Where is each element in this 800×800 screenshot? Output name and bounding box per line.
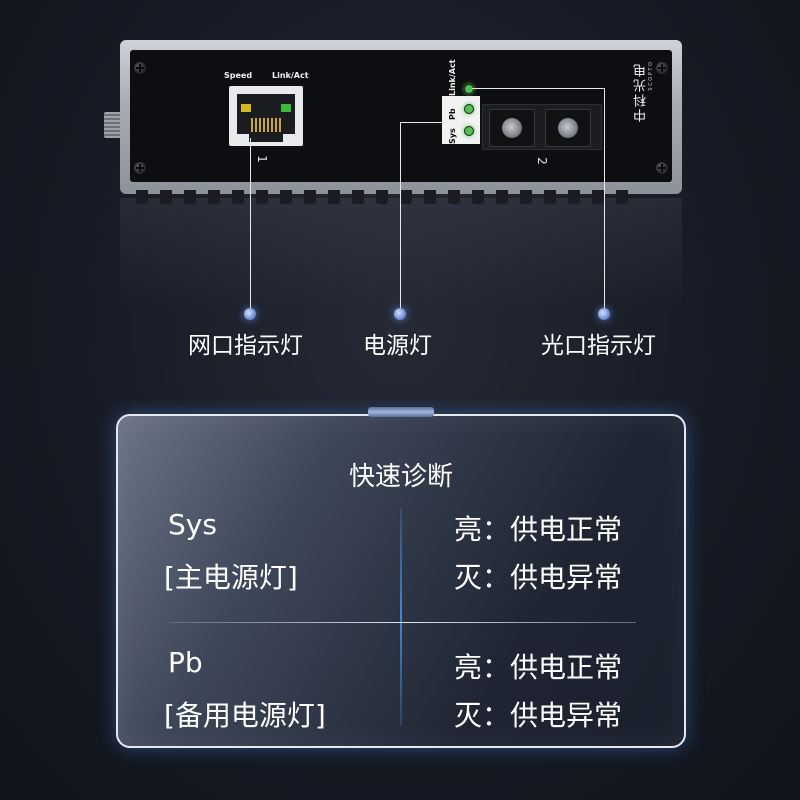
optical-leader-line — [604, 88, 605, 312]
power-indicator-box — [442, 96, 480, 144]
quick-diagnosis-panel: 快速诊断 Sys [主电源灯] 亮：供电正常 灭：供电异常 Pb [备用电源灯]… — [116, 414, 686, 748]
screw-icon — [134, 162, 146, 174]
sys-on-status: 亮：供电正常 — [454, 513, 623, 546]
screw-icon — [134, 62, 146, 74]
speed-label: Speed — [224, 71, 253, 80]
vertical-divider — [400, 508, 402, 726]
network-leader-line — [250, 138, 251, 312]
power-leader-h — [400, 122, 444, 123]
network-callout-dot-icon — [244, 308, 256, 320]
screw-icon — [656, 162, 668, 174]
network-port-callout: 网口指示灯 — [188, 333, 303, 359]
sys-off-status: 灭：供电异常 — [454, 561, 623, 594]
pb-label: Pb — [448, 108, 457, 120]
horizontal-divider — [170, 622, 636, 623]
power-callout-dot-icon — [394, 308, 406, 320]
optical-port-callout: 光口指示灯 — [541, 333, 656, 359]
sys-led-icon — [464, 126, 474, 136]
power-callout: 电源灯 — [363, 333, 432, 359]
pb-led-icon — [464, 104, 474, 114]
rj45-port — [229, 86, 303, 146]
device-reflection — [120, 198, 682, 308]
screw-icon — [656, 62, 668, 74]
port-2-number: 2 — [534, 157, 549, 165]
pb-off-status: 灭：供电异常 — [454, 699, 623, 732]
panel-top-tab — [368, 407, 434, 417]
optical-leader-h — [472, 88, 604, 89]
ground-screw — [104, 112, 122, 138]
pb-name: Pb — [168, 646, 203, 679]
fiber-ferrule-icon — [558, 118, 578, 138]
speed-led-icon — [241, 104, 251, 112]
port-1-number: 1 — [254, 155, 269, 163]
vent-row — [136, 190, 656, 204]
panel-title: 快速诊断 — [348, 462, 453, 492]
link-act-label: Link/Act — [272, 71, 309, 80]
sys-label: Sys — [448, 128, 457, 144]
sys-name: Sys — [168, 508, 217, 541]
sys-desc: [主电源灯] — [164, 561, 298, 594]
fiber-link-label: Link/Act — [448, 59, 457, 96]
pb-desc: [备用电源灯] — [164, 699, 326, 732]
link-led-icon — [281, 104, 291, 112]
power-leader-line — [400, 122, 401, 312]
fiber-link-led-icon — [464, 84, 474, 94]
sc-fiber-port — [482, 104, 602, 150]
pb-on-status: 亮：供电正常 — [454, 651, 623, 684]
brand-logo: 中科光电 S C O P T O — [634, 62, 654, 122]
fiber-ferrule-icon — [502, 118, 522, 138]
optical-callout-dot-icon — [598, 308, 610, 320]
